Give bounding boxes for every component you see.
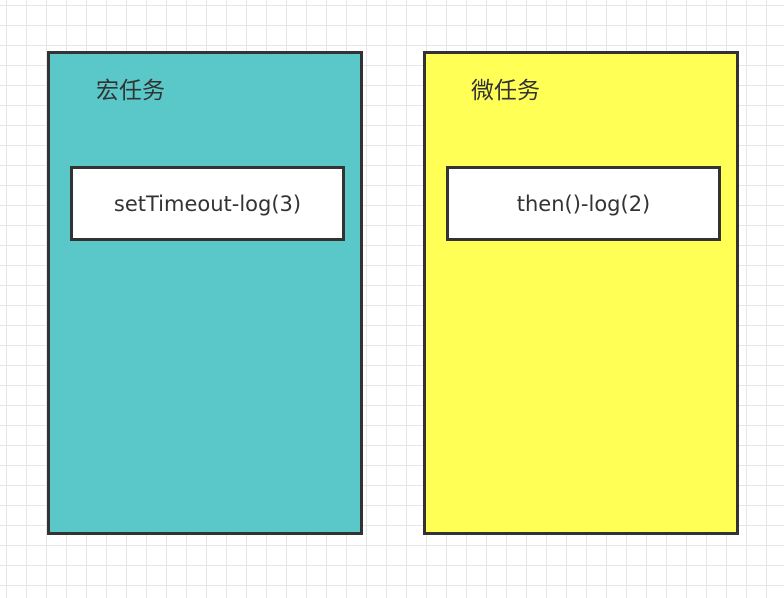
micro-task-queue-title: 微任务 [471, 78, 540, 104]
macro-task-queue-title: 宏任务 [96, 78, 165, 104]
macro-task-queue: 宏任务 setTimeout-log(3) [47, 51, 363, 535]
macro-task-item: setTimeout-log(3) [70, 166, 345, 241]
micro-task-queue: 微任务 then()-log(2) [423, 51, 739, 535]
micro-task-item: then()-log(2) [446, 166, 721, 241]
